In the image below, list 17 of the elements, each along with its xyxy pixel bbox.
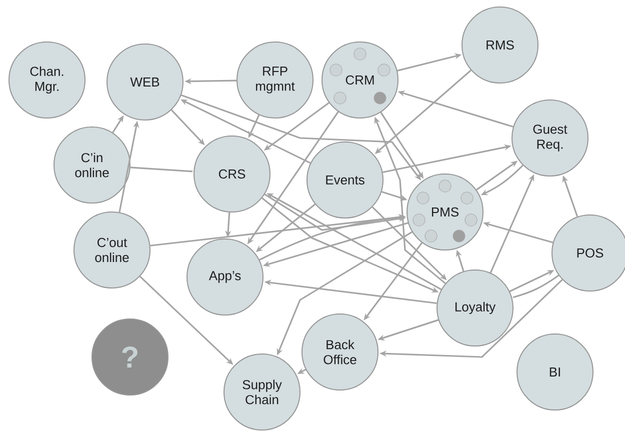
circle-node: Back Office xyxy=(302,314,378,390)
circle-node: C’out online xyxy=(74,212,150,288)
circle-node: WEB xyxy=(106,44,184,120)
circle-node: Guest Req. xyxy=(512,100,588,176)
circle-node: BI xyxy=(516,334,594,410)
circle-node: Loyalty xyxy=(436,270,514,346)
circle-node: Events xyxy=(306,142,384,218)
circle-node: CRM xyxy=(322,42,398,118)
circle-node: C’in online xyxy=(54,126,130,204)
circle-node: CRS xyxy=(194,136,270,212)
circle-node: Supply Chain xyxy=(224,354,300,430)
circle-node: App’s xyxy=(186,238,264,316)
circle-node: POS xyxy=(552,214,625,292)
circle-node: RFP mgmnt xyxy=(236,42,314,118)
circle-node: RMS xyxy=(462,6,538,84)
circle-node: Chan. Mgr. xyxy=(8,42,86,118)
circle-node: PMS xyxy=(406,174,484,250)
